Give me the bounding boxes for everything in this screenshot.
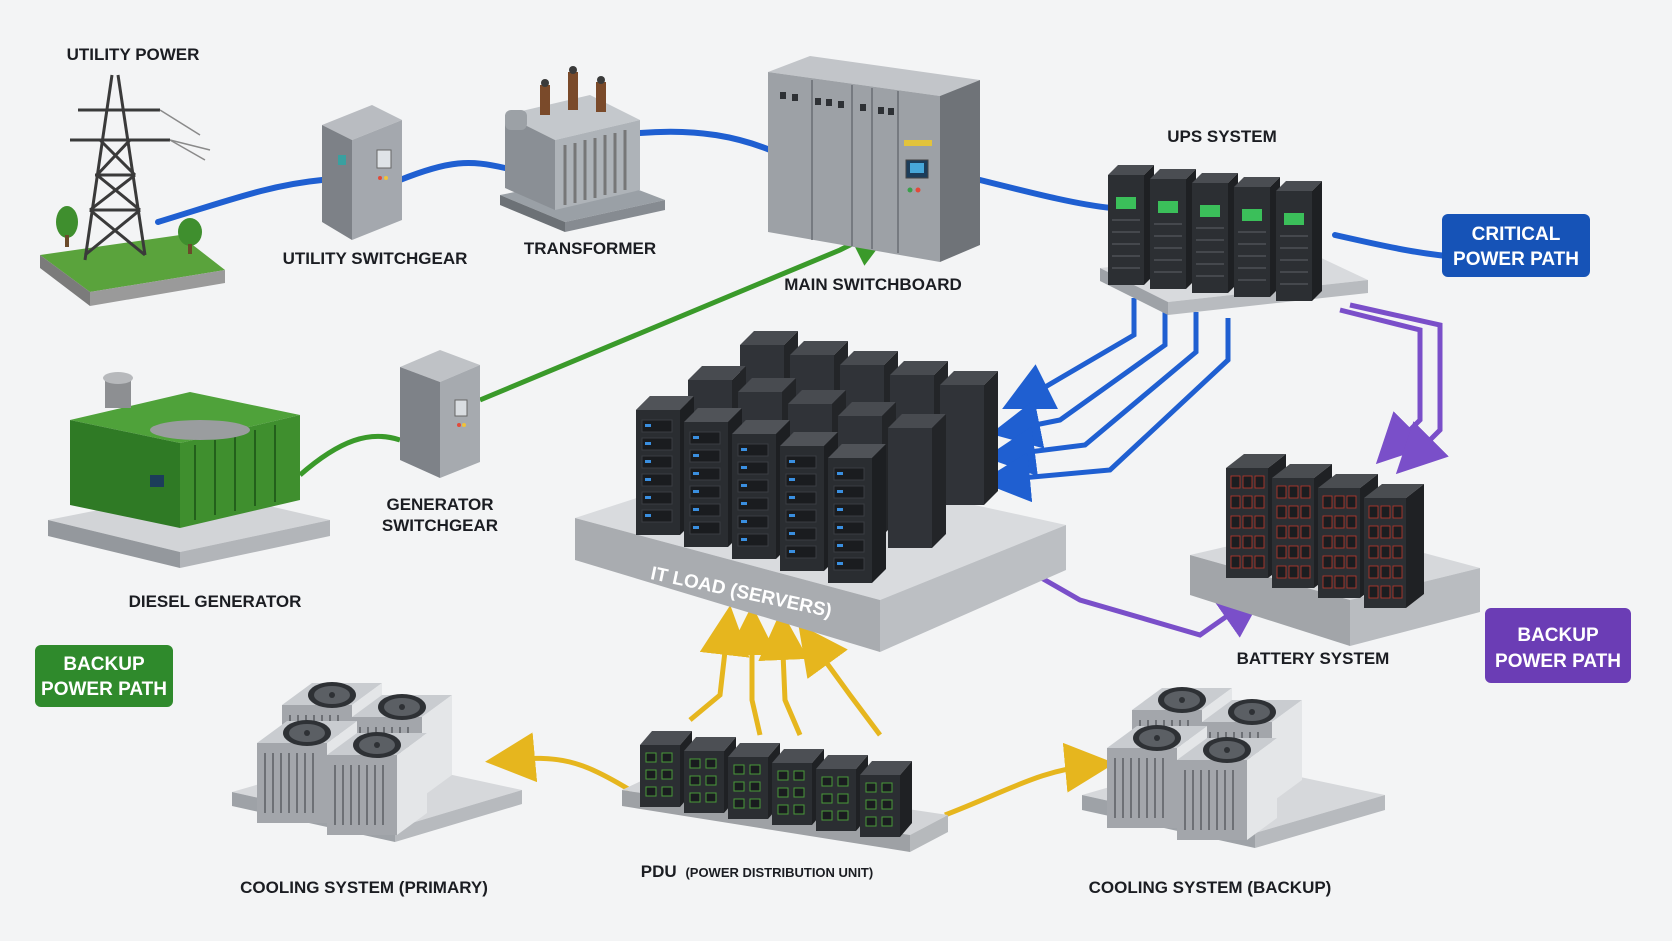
generator-switchgear-label-1: GENERATOR: [386, 495, 493, 514]
battery-rack: [1364, 484, 1424, 608]
ups-rack: [1234, 177, 1280, 297]
transformer-label: TRANSFORMER: [524, 239, 656, 258]
battery-lines: [1008, 302, 1449, 638]
ups-rack: [1276, 181, 1322, 301]
generator-switchgear-cabinet: [400, 350, 480, 478]
it-load-servers: [575, 331, 1066, 652]
svg-text:CRITICAL: CRITICAL: [1472, 224, 1561, 245]
cooling-primary-units: [232, 682, 522, 842]
svg-text:POWER PATH: POWER PATH: [1453, 249, 1579, 270]
pdu-label-sub: (POWER DISTRIBUTION UNIT): [685, 865, 873, 880]
cooling-unit: [1177, 737, 1277, 840]
ups-to-servers-lines: [980, 298, 1231, 503]
main-switchboard-label: MAIN SWITCHBOARD: [784, 275, 962, 294]
critical-power-path-badge: CRITICAL POWER PATH: [1442, 214, 1590, 277]
server-rack: [684, 408, 742, 547]
pdu-units: [622, 731, 948, 852]
battery-system-label: BATTERY SYSTEM: [1237, 649, 1390, 668]
cooling-primary-label: COOLING SYSTEM (PRIMARY): [240, 878, 488, 897]
backup-power-path-green-badge: BACKUP POWER PATH: [35, 645, 173, 707]
ups-rack: [1108, 165, 1154, 285]
backup-power-path-purple-badge: BACKUP POWER PATH: [1485, 608, 1631, 683]
utility-power-tower-icon: [40, 74, 225, 306]
cooling-and-pdu-lines: [485, 605, 1115, 818]
svg-text:POWER PATH: POWER PATH: [41, 679, 167, 700]
utility-switchgear-label: UTILITY SWITCHGEAR: [283, 249, 468, 268]
pdu-block: [860, 761, 912, 837]
generator-switchgear-label-2: SWITCHGEAR: [382, 516, 498, 535]
svg-text:POWER PATH: POWER PATH: [1495, 651, 1621, 672]
utility-switchgear-cabinet: [322, 105, 402, 240]
critical-power-lines: [155, 128, 1473, 261]
cooling-unit: [327, 732, 427, 835]
diesel-generator-label: DIESEL GENERATOR: [129, 592, 302, 611]
ups-system-racks: [1100, 165, 1368, 315]
cooling-backup-units: [1082, 687, 1385, 848]
ups-rack: [1150, 169, 1196, 289]
diesel-generator-unit: [48, 372, 330, 568]
cooling-backup-label: COOLING SYSTEM (BACKUP): [1089, 878, 1332, 897]
pdu-label-main: PDU: [641, 862, 677, 881]
server-rack-back: [940, 371, 998, 505]
ups-rack: [1192, 173, 1238, 293]
main-switchboard-cabinet: [768, 56, 980, 262]
utility-power-label: UTILITY POWER: [67, 45, 200, 64]
battery-system-racks: [1190, 454, 1480, 646]
svg-text:BACKUP: BACKUP: [63, 654, 145, 675]
server-rack-back: [888, 414, 946, 548]
server-rack: [828, 444, 886, 583]
transformer-unit: [500, 66, 665, 232]
pdu-label: PDU (POWER DISTRIBUTION UNIT): [641, 862, 873, 881]
ups-system-label: UPS SYSTEM: [1167, 127, 1277, 146]
server-rack: [732, 420, 790, 559]
svg-text:BACKUP: BACKUP: [1517, 625, 1599, 646]
